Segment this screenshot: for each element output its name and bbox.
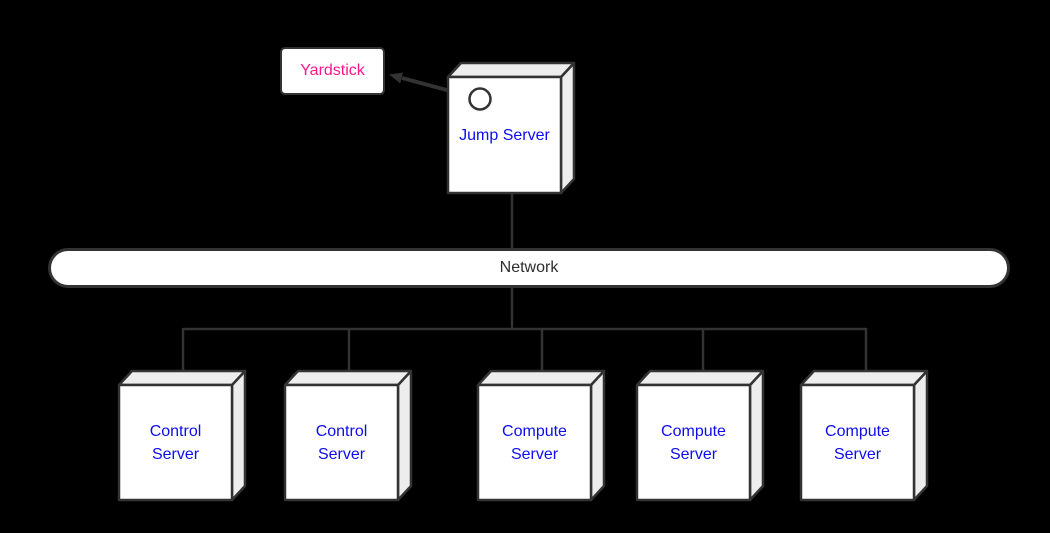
box3d-front-face xyxy=(283,383,400,502)
node-label: Network xyxy=(499,259,559,276)
node-label: Compute Server xyxy=(825,422,890,463)
box3d-shape xyxy=(635,369,765,502)
box3d-shape xyxy=(117,369,247,502)
box3d-top-face xyxy=(476,369,606,387)
node-label: Compute Server xyxy=(502,422,567,463)
box3d-front-face xyxy=(799,383,916,502)
box3d-top-face xyxy=(117,369,247,387)
box3d-top-face xyxy=(283,369,413,387)
box3d-shape xyxy=(283,369,413,502)
node-compute-server-3: Compute Server xyxy=(799,369,929,502)
box3d-top-face xyxy=(799,369,929,387)
node-jump-server: Jump Server xyxy=(446,61,576,195)
node-control-server-1: Control Server xyxy=(117,369,247,502)
node-compute-server-1: Compute Server xyxy=(476,369,606,502)
box3d-right-face xyxy=(559,61,576,195)
node-yardstick: Yardstick xyxy=(280,47,385,95)
node-label: Yardstick xyxy=(300,62,365,79)
box3d-right-face xyxy=(396,369,413,502)
box3d-shape xyxy=(476,369,606,502)
box3d-shape xyxy=(799,369,929,502)
node-label: Control Server xyxy=(149,422,202,463)
arrowhead-icon xyxy=(389,72,403,84)
box3d-right-face xyxy=(589,369,606,502)
port-circle-icon xyxy=(468,87,492,111)
box3d-shape xyxy=(446,61,576,195)
box3d-top-face xyxy=(635,369,765,387)
box3d-front-face xyxy=(635,383,752,502)
box3d-front-face xyxy=(117,383,234,502)
node-control-server-2: Control Server xyxy=(283,369,413,502)
box3d-right-face xyxy=(912,369,929,502)
box3d-front-face xyxy=(476,383,593,502)
node-label: Compute Server xyxy=(661,422,726,463)
node-network: Network xyxy=(48,248,1010,288)
node-compute-server-2: Compute Server xyxy=(635,369,765,502)
node-label: Control Server xyxy=(315,422,368,463)
box3d-right-face xyxy=(230,369,247,502)
box3d-top-face xyxy=(446,61,576,79)
box3d-right-face xyxy=(748,369,765,502)
node-label: Jump Server xyxy=(459,126,550,144)
